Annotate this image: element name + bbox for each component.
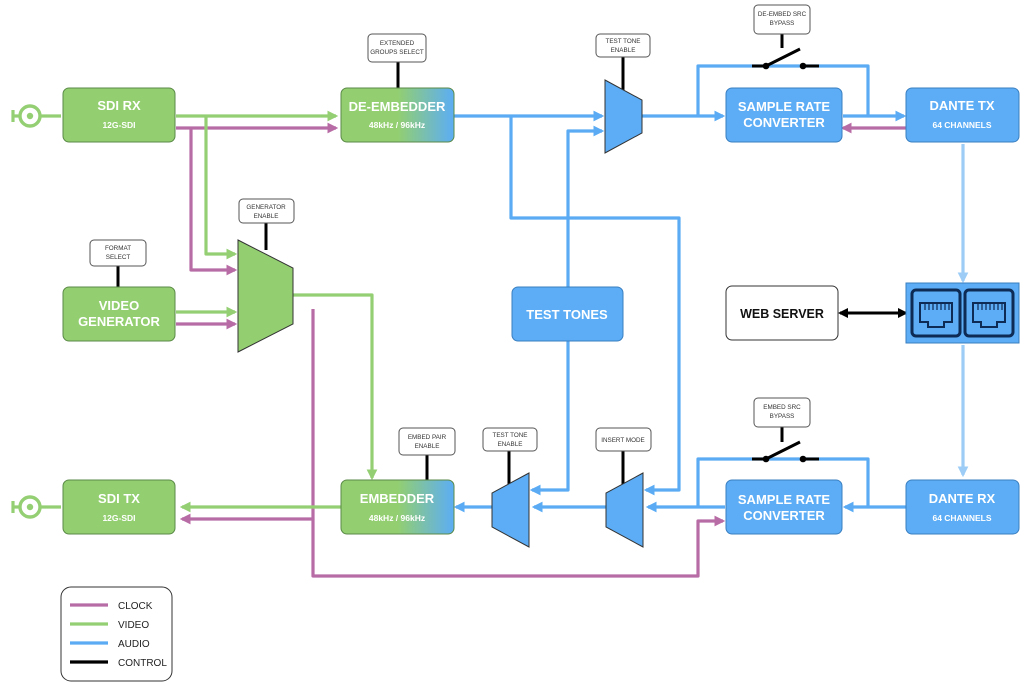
de-embedder-title: DE-EMBEDDER xyxy=(349,99,446,114)
src-bottom-block[interactable]: SAMPLE RATE CONVERTER xyxy=(725,479,843,535)
generator-mux[interactable] xyxy=(237,239,294,353)
clock-sdirx-to-generator-mux xyxy=(189,128,238,276)
control-extended-groups-label: EXTENDED GROUPS SELECT xyxy=(367,33,427,63)
dante-tx-sub: 64 CHANNELS xyxy=(932,120,991,130)
dante-rx-block[interactable]: DANTE RX 64 CHANNELS xyxy=(905,479,1020,535)
clock-to-src-bottom xyxy=(311,515,726,578)
test-tones-block[interactable]: TEST TONES xyxy=(511,286,624,342)
generator-enable-line1: GENERATOR xyxy=(246,204,286,211)
sdi-rx-block[interactable]: SDI RX 12G-SDI xyxy=(62,87,176,143)
src-top-title-1: SAMPLE RATE xyxy=(738,99,831,114)
audio-src-bypass-bottom xyxy=(696,457,870,507)
audio-deembedder-to-insert-mux xyxy=(509,116,681,496)
test-tone-mux-bottom[interactable] xyxy=(491,472,530,548)
video-mux-to-embedder xyxy=(293,293,378,481)
control-embed-pair-label: EMBED PAIR ENABLE xyxy=(398,427,456,456)
video-sdirx-to-generator-mux xyxy=(204,116,238,260)
dante-tx-block[interactable]: DANTE TX 64 CHANNELS xyxy=(905,87,1020,143)
src-bottom-title-2: CONVERTER xyxy=(743,508,825,523)
web-server-block[interactable]: WEB SERVER xyxy=(725,285,839,341)
legend-label-video: VIDEO xyxy=(118,620,149,631)
embed-src-line1: EMBED SRC xyxy=(763,404,801,411)
control-test-tone-bottom-label: TEST TONE ENABLE xyxy=(482,427,538,452)
web-server-title: WEB SERVER xyxy=(740,307,824,321)
legend-label-audio: AUDIO xyxy=(118,639,150,650)
format-select-line2: SELECT xyxy=(106,254,131,261)
test-tone-bottom-line1: TEST TONE xyxy=(493,432,528,439)
insert-mode-mux[interactable] xyxy=(605,472,644,548)
sdi-tx-block[interactable]: SDI TX 12G-SDI xyxy=(62,479,176,535)
test-tone-top-line2: ENABLE xyxy=(611,47,636,54)
video-generator-title-1: VIDEO xyxy=(99,298,139,313)
embedder-sub: 48kHz / 96kHz xyxy=(369,513,425,523)
insert-mode-line1: INSERT MODE xyxy=(601,437,645,444)
control-test-tone-top-label: TEST TONE ENABLE xyxy=(595,33,651,58)
audio-lines xyxy=(453,64,907,513)
src-top-block[interactable]: SAMPLE RATE CONVERTER xyxy=(725,87,843,143)
extended-groups-line2: GROUPS SELECT xyxy=(370,49,424,56)
bnc-connector-icon xyxy=(11,495,61,519)
legend-item-audio: AUDIO xyxy=(70,639,150,650)
sdi-tx-title: SDI TX xyxy=(98,491,140,506)
sdi-rx-title: SDI RX xyxy=(97,98,141,113)
control-de-embed-src-label: DE-EMBED SRC BYPASS xyxy=(753,4,811,35)
legend-item-video: VIDEO xyxy=(70,620,149,631)
legend-item-control: CONTROL xyxy=(70,658,167,669)
extended-groups-line1: EXTENDED xyxy=(380,40,415,47)
switch-icon[interactable] xyxy=(752,47,819,70)
embedder-block[interactable]: EMBEDDER 48kHz / 96kHz xyxy=(340,479,455,535)
legend-label-control: CONTROL xyxy=(118,658,167,669)
control-format-select-label: FORMAT SELECT xyxy=(89,239,147,267)
legend: CLOCK VIDEO AUDIO CONTROL xyxy=(60,586,173,682)
embed-src-line2: BYPASS xyxy=(770,413,795,420)
control-generator-enable-label: GENERATOR ENABLE xyxy=(238,198,295,224)
sdi-tx-sub: 12G-SDI xyxy=(102,513,135,523)
dante-tx-title: DANTE TX xyxy=(930,98,995,113)
de-embed-src-line1: DE-EMBED SRC xyxy=(758,11,807,18)
control-lines xyxy=(116,34,909,486)
test-tone-top-line1: TEST TONE xyxy=(606,38,641,45)
dante-rx-sub: 64 CHANNELS xyxy=(932,513,991,523)
ethernet-ports-icon xyxy=(905,282,1020,344)
audio-testtones-to-tone-mux xyxy=(566,125,605,287)
switch-icon[interactable] xyxy=(752,440,819,463)
sdi-rx-sub: 12G-SDI xyxy=(102,120,135,130)
embed-pair-line2: ENABLE xyxy=(415,443,440,450)
embedder-title: EMBEDDER xyxy=(360,491,435,506)
test-tone-mux-top[interactable] xyxy=(604,79,643,154)
video-generator-title-2: GENERATOR xyxy=(78,314,160,329)
de-embedder-sub: 48kHz / 96kHz xyxy=(369,120,425,130)
audio-testtones-to-embed-mux xyxy=(529,341,570,496)
video-generator-block[interactable]: VIDEO GENERATOR xyxy=(62,286,176,342)
control-embed-src-label: EMBED SRC BYPASS xyxy=(753,397,811,428)
legend-label-clock: CLOCK xyxy=(118,601,153,612)
test-tone-bottom-line2: ENABLE xyxy=(498,441,523,448)
dante-rx-title: DANTE RX xyxy=(929,491,996,506)
src-bottom-title-1: SAMPLE RATE xyxy=(738,492,831,507)
bnc-connector-icon xyxy=(11,104,61,128)
de-embed-src-line2: BYPASS xyxy=(770,20,795,27)
control-insert-mode-label: INSERT MODE xyxy=(595,427,652,452)
clock-lines xyxy=(176,122,906,578)
test-tones-title: TEST TONES xyxy=(526,307,608,322)
generator-enable-line2: ENABLE xyxy=(254,213,279,220)
legend-item-clock: CLOCK xyxy=(70,601,153,612)
src-top-title-2: CONVERTER xyxy=(743,115,825,130)
audio-src-bypass-top xyxy=(696,64,870,116)
video-lines xyxy=(176,110,378,513)
embed-pair-line1: EMBED PAIR xyxy=(408,434,447,441)
de-embedder-block[interactable]: DE-EMBEDDER 48kHz / 96kHz xyxy=(340,87,455,143)
format-select-line1: FORMAT xyxy=(105,245,131,252)
